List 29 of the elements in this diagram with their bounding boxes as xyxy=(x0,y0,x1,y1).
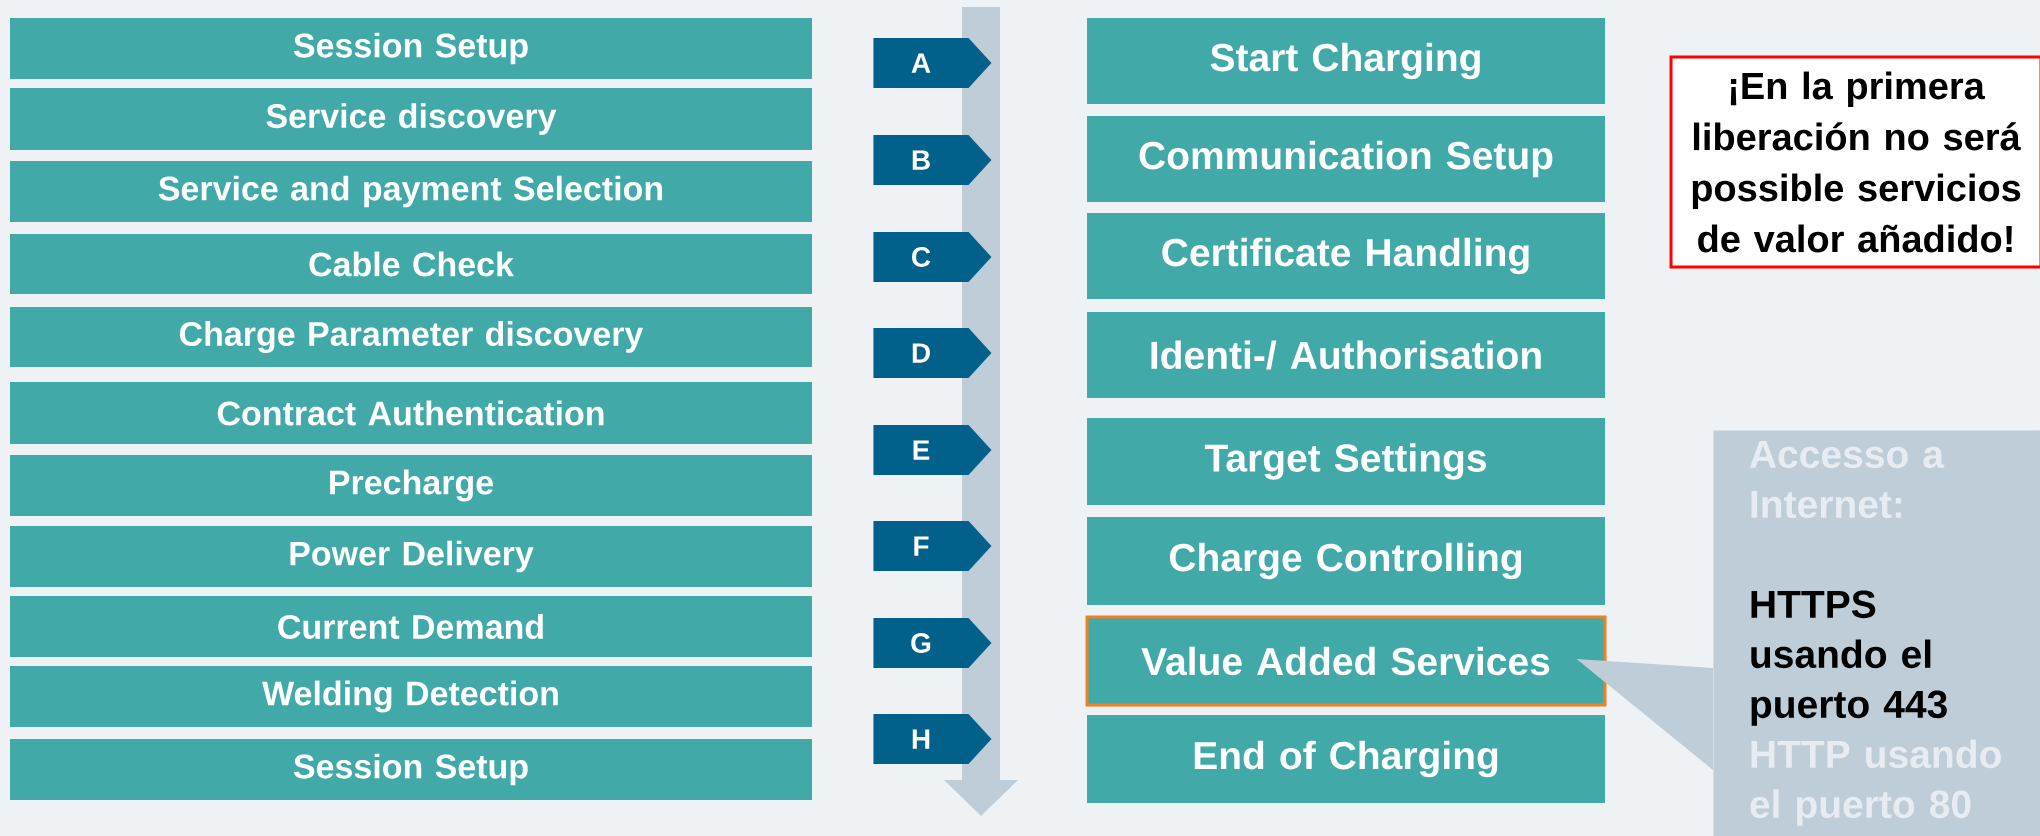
step-box: Session Setup xyxy=(10,739,812,800)
letter-tag: D xyxy=(873,328,992,378)
step-box: Service discovery xyxy=(10,88,812,150)
step-box: Cable Check xyxy=(10,234,812,294)
step-box: Service and payment Selection xyxy=(10,161,812,222)
letter-tag: E xyxy=(873,425,992,475)
callout-pointer xyxy=(1576,659,1713,770)
step-box: Charge Parameter discovery xyxy=(10,307,812,367)
step-box: End of Charging xyxy=(1087,715,1605,803)
letter-tag: B xyxy=(873,135,992,185)
step-box: Charge Controlling xyxy=(1087,517,1605,605)
step-box: Contract Authentication xyxy=(10,382,812,444)
step-box: Session Setup xyxy=(10,18,812,79)
step-box: Current Demand xyxy=(10,596,812,657)
step-box: Communication Setup xyxy=(1087,116,1605,202)
letter-tag: A xyxy=(873,38,992,88)
step-box: Value Added Services xyxy=(1085,615,1607,707)
step-box: Identi-/ Authorisation xyxy=(1087,312,1605,398)
letter-tag: G xyxy=(873,618,992,668)
step-box: Target Settings xyxy=(1087,418,1605,505)
step-box: Precharge xyxy=(10,455,812,516)
step-box: Power Delivery xyxy=(10,526,812,587)
step-box: Start Charging xyxy=(1087,18,1605,104)
letter-tag: C xyxy=(873,232,992,282)
step-box: Certificate Handling xyxy=(1087,213,1605,299)
note-box: ¡En la primera liberación no será possible servicios de valor añadido! xyxy=(1669,55,2040,269)
letter-tag: H xyxy=(873,714,992,764)
step-box: Welding Detection xyxy=(10,666,812,727)
letter-tag: F xyxy=(873,521,992,571)
